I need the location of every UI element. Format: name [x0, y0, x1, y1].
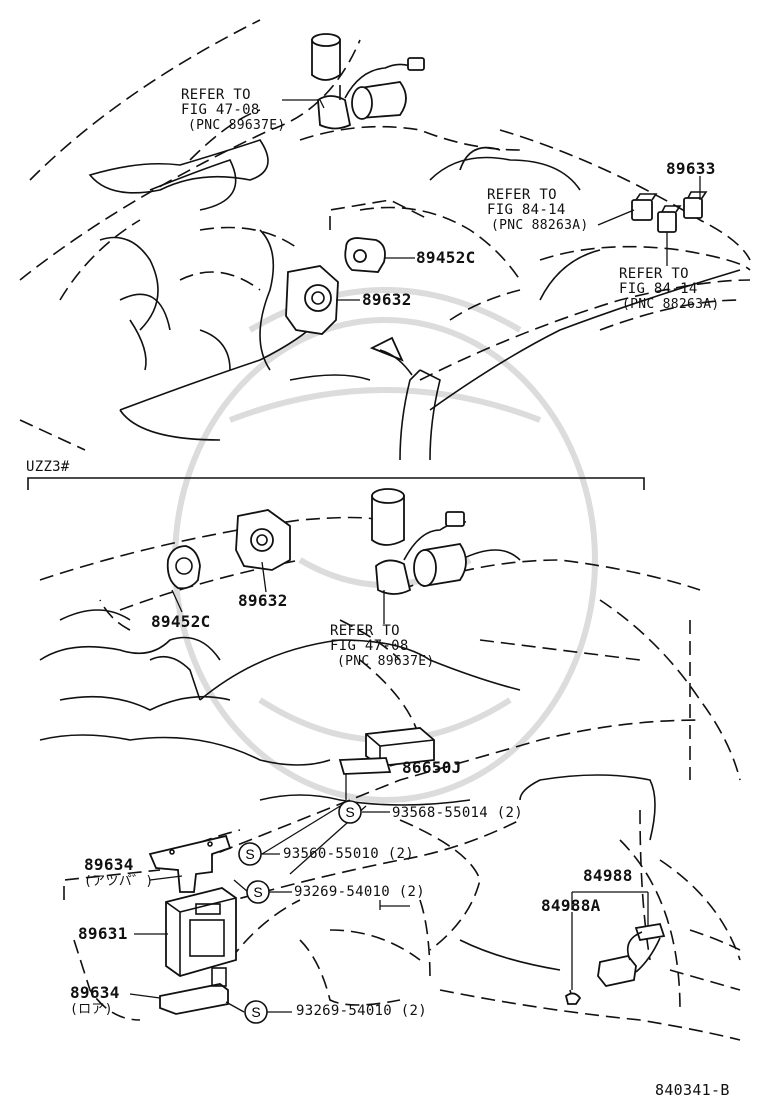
top-motor-assembly: [311, 33, 425, 130]
standard-part-markers: S S S S: [238, 800, 362, 1024]
s-marker-93568-label: S: [345, 804, 354, 820]
ref-fig8414-a-line1: REFER TO: [487, 187, 557, 203]
top-sensor-89632: [285, 265, 339, 335]
part-84988: 84988: [583, 866, 633, 885]
s-marker-93269-a: [246, 880, 270, 904]
section-arrow: [369, 336, 441, 461]
ref-fig4708-bottom-line2: FIG 47-08: [330, 638, 409, 654]
ecu-89631: [165, 887, 237, 977]
top-sensor-89452c: [344, 237, 386, 273]
model-label: UZZ3#: [26, 459, 70, 475]
section-bracket: [27, 477, 645, 490]
top-leader-lines: [282, 99, 701, 301]
part-93269-54010-a: 93269-54010 (2): [294, 884, 425, 900]
s-marker-93269-b-label: S: [251, 1004, 260, 1020]
bottom-motor-assembly: [371, 488, 467, 595]
ref-fig4708-bottom-line3: (PNC 89637E): [337, 654, 435, 669]
ref-fig8414-b-line2: FIG 84-14: [619, 281, 698, 297]
part-93269-54010-b: 93269-54010 (2): [296, 1003, 427, 1019]
part-89634-upper: 89634: [84, 855, 134, 874]
ref-fig4708-top-line2: FIG 47-08: [181, 102, 260, 118]
top-body-sketch: [19, 19, 751, 451]
part-93568-55014: 93568-55014 (2): [392, 805, 523, 821]
bottom-sensor-89632: [235, 509, 291, 571]
part-89634-lower: 89634: [70, 983, 120, 1002]
ref-fig8414-b-line1: REFER TO: [619, 266, 689, 282]
part-89634-upper-note: (アツパ゛): [84, 874, 154, 889]
bottom-sensor-89452c: [166, 545, 201, 590]
part-89452c-bottom: 89452C: [151, 612, 211, 631]
ref-fig4708-bottom-line1: REFER TO: [330, 623, 400, 639]
part-84988a: 84988A: [541, 896, 601, 915]
ref-fig4708-top-line1: REFER TO: [181, 87, 251, 103]
s-marker-93269-b: [244, 1000, 268, 1024]
part-89633: 89633: [666, 159, 716, 178]
figure-id: 840341-B: [655, 1081, 730, 1099]
part-86650j: 86650J: [402, 758, 462, 777]
s-marker-93568: [338, 800, 362, 824]
part-89632-bottom: 89632: [238, 591, 288, 610]
s-marker-93560: [238, 842, 262, 866]
bottom-unit-86650j: [338, 727, 435, 775]
part-89452c-top: 89452C: [416, 248, 476, 267]
ref-fig4708-top-line3: (PNC 89637E): [188, 118, 286, 133]
bracket-lower-89634: [159, 967, 229, 1015]
ref-fig8414-a-line2: FIG 84-14: [487, 202, 566, 218]
top-relays-89633: [631, 191, 708, 233]
part-89634-lower-note: (ロア): [70, 1002, 113, 1017]
s-marker-93560-label: S: [245, 846, 254, 862]
bracket-upper-89634: [148, 834, 232, 893]
ref-fig8414-a-line3: (PNC 88263A): [491, 218, 589, 233]
part-89632-top: 89632: [362, 290, 412, 309]
part-93560-55010: 93560-55010 (2): [283, 846, 414, 862]
s-marker-93269-a-label: S: [253, 884, 262, 900]
sensor-84988: [564, 922, 666, 1005]
part-89631: 89631: [78, 924, 128, 943]
ref-fig8414-b-line3: (PNC 88263A): [622, 297, 720, 312]
bottom-body-sketch: [39, 516, 741, 1041]
